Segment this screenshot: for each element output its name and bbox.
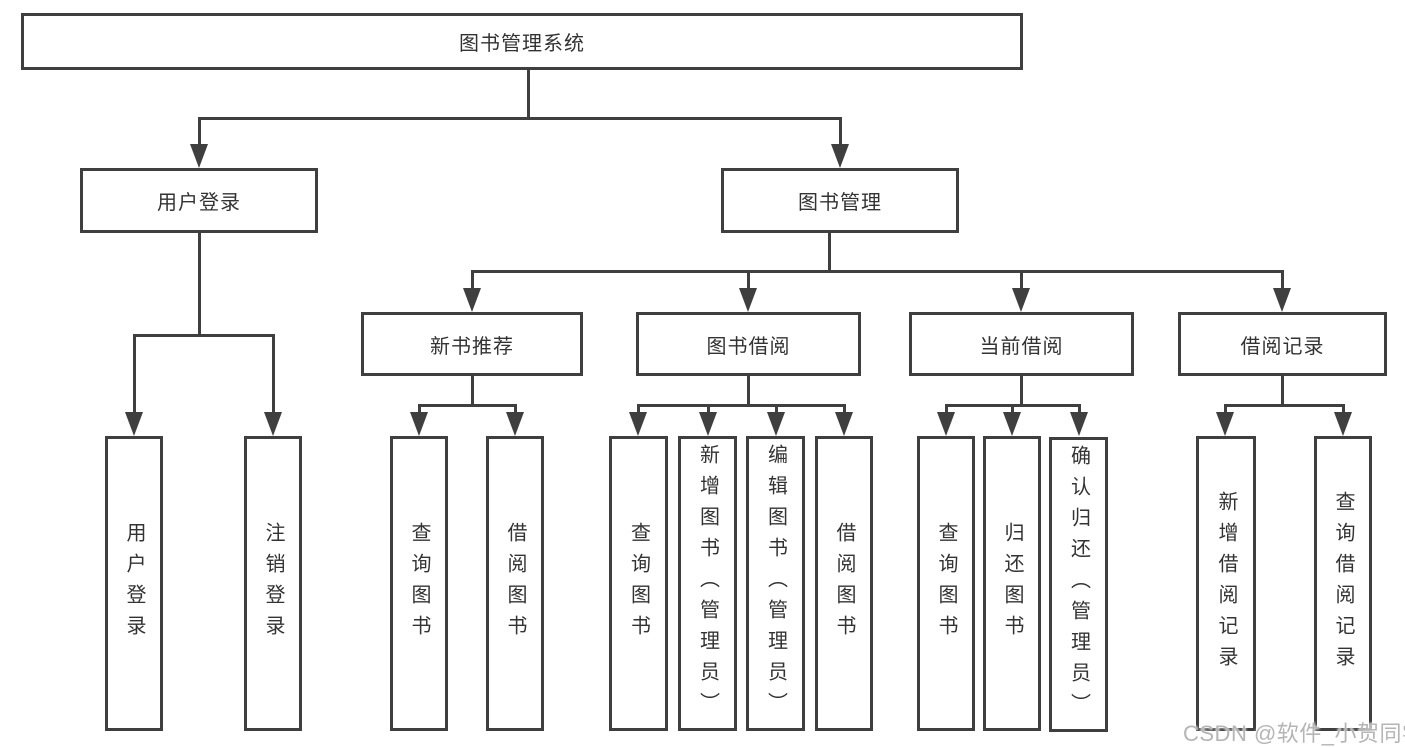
- connector-user-login-stem: [198, 233, 201, 336]
- leaf-label: 确认归还（管理员）: [1067, 445, 1090, 724]
- leaf-br-query-record: 查询借阅记录: [1314, 436, 1372, 731]
- node-current-borrowing: 当前借阅: [909, 312, 1134, 376]
- node-label: 图书借阅: [706, 335, 791, 358]
- node-label: 当前借阅: [979, 335, 1064, 358]
- arrowhead-bb-edit: [767, 412, 785, 436]
- connector-current-borrowing-stem: [1020, 376, 1023, 406]
- connector-drop-book-borrowing: [747, 271, 750, 291]
- connector-new-book-stem: [471, 376, 474, 406]
- leaf-label: 查询图书: [627, 521, 650, 646]
- connector-drop-nb-query: [418, 404, 421, 416]
- node-new-book-recommend: 新书推荐: [361, 312, 583, 376]
- connector-drop-user-login: [198, 118, 201, 148]
- node-book-management-system: 图书管理系统: [21, 13, 1023, 70]
- csdn-watermark: CSDN @软件_小贺同学: [1183, 721, 1405, 746]
- connector-drop-br-add: [1224, 404, 1227, 416]
- leaf-label: 查询图书: [408, 521, 430, 646]
- node-book-management: 图书管理: [721, 168, 959, 233]
- connector-drop-borrowing-records: [1281, 271, 1284, 291]
- leaf-cb-return-books: 归还图书: [983, 436, 1041, 731]
- leaf-label: 借阅图书: [833, 521, 855, 646]
- connector-drop-bb-query: [637, 404, 640, 416]
- arrowhead-cb-return: [1003, 412, 1021, 436]
- node-book-borrowing: 图书借阅: [636, 312, 861, 376]
- connector-drop-leaf-logout: [272, 334, 275, 414]
- arrowhead-cb-confirm: [1070, 412, 1088, 436]
- leaf-br-add-record: 新增借阅记录: [1196, 436, 1256, 731]
- connector-drop-book-management: [839, 118, 842, 148]
- leaf-label: 归还图书: [1001, 521, 1023, 646]
- leaf-label: 新增借阅记录: [1215, 490, 1237, 677]
- leaf-nb-query-books: 查询图书: [390, 436, 448, 731]
- node-borrowing-records: 借阅记录: [1178, 312, 1387, 376]
- leaf-bb-borrow-books: 借阅图书: [815, 436, 873, 731]
- leaf-label: 借阅图书: [504, 521, 526, 646]
- arrowhead-bb-add: [699, 412, 717, 436]
- node-label: 借阅记录: [1240, 335, 1325, 358]
- arrowhead-cb-query: [937, 412, 955, 436]
- connector-drop-bb-borrow: [843, 404, 846, 416]
- leaf-logout: 注销登录: [244, 436, 302, 731]
- leaf-user-login: 用户登录: [105, 436, 163, 731]
- arrowhead-bb-query: [629, 412, 647, 436]
- connector-drop-nb-borrow: [514, 404, 517, 416]
- connector-borrowing-records-stem: [1281, 376, 1284, 406]
- connector-book-management-stem: [828, 233, 831, 273]
- connector-new-book-branch: [418, 404, 516, 407]
- leaf-label: 查询借阅记录: [1332, 490, 1354, 677]
- leaf-bb-query-books: 查询图书: [609, 436, 668, 731]
- connector-root-stem: [527, 70, 530, 119]
- arrowhead-user-login: [190, 144, 208, 168]
- node-user-login: 用户登录: [80, 168, 318, 233]
- connector-drop-br-query: [1342, 404, 1345, 416]
- connector-drop-new-book: [471, 271, 474, 291]
- arrowhead-nb-borrow: [506, 412, 524, 436]
- node-label: 新书推荐: [430, 335, 514, 358]
- connector-drop-cb-return: [1011, 404, 1014, 416]
- arrowhead-current-borrowing: [1012, 288, 1030, 312]
- connector-borrowing-records-branch: [1224, 404, 1344, 407]
- node-label: 图书管理: [798, 192, 882, 214]
- connector-drop-current-borrowing: [1020, 271, 1023, 291]
- connector-user-login-branch: [133, 334, 275, 337]
- arrowhead-book-borrowing: [739, 288, 757, 312]
- arrowhead-nb-query: [410, 412, 428, 436]
- arrowhead-bb-borrow: [835, 412, 853, 436]
- connector-drop-cb-query: [945, 404, 948, 416]
- connector-drop-bb-edit: [775, 404, 778, 416]
- leaf-bb-edit-books-admin: 编辑图书（管理员）: [746, 436, 805, 731]
- arrowhead-borrowing-records: [1273, 288, 1291, 312]
- connector-drop-bb-add: [707, 404, 710, 416]
- leaf-label: 查询图书: [935, 521, 957, 646]
- leaf-bb-add-books-admin: 新增图书（管理员）: [678, 436, 737, 731]
- arrowhead-leaf-login: [125, 412, 143, 436]
- connector-book-borrowing-stem: [747, 376, 750, 406]
- leaf-label: 用户登录: [123, 521, 145, 646]
- connector-drop-leaf-login: [133, 334, 136, 414]
- node-label: 图书管理系统: [459, 33, 585, 55]
- connector-level3-branch: [471, 270, 1284, 273]
- leaf-label: 注销登录: [262, 521, 284, 646]
- connector-book-borrowing-branch: [637, 404, 845, 407]
- arrowhead-leaf-logout: [264, 412, 282, 436]
- leaf-label: 新增图书（管理员）: [696, 444, 719, 723]
- node-label: 用户登录: [157, 192, 241, 214]
- arrowhead-br-query: [1334, 412, 1352, 436]
- leaf-nb-borrow-books: 借阅图书: [486, 436, 544, 731]
- connector-drop-cb-confirm: [1078, 404, 1081, 416]
- arrowhead-book-management: [831, 144, 849, 168]
- arrowhead-br-add: [1216, 412, 1234, 436]
- leaf-cb-confirm-return-admin: 确认归还（管理员）: [1049, 437, 1108, 732]
- leaf-label: 编辑图书（管理员）: [764, 444, 787, 723]
- arrowhead-new-book: [463, 288, 481, 312]
- leaf-cb-query-books: 查询图书: [917, 436, 975, 731]
- connector-level2-branch: [198, 117, 842, 120]
